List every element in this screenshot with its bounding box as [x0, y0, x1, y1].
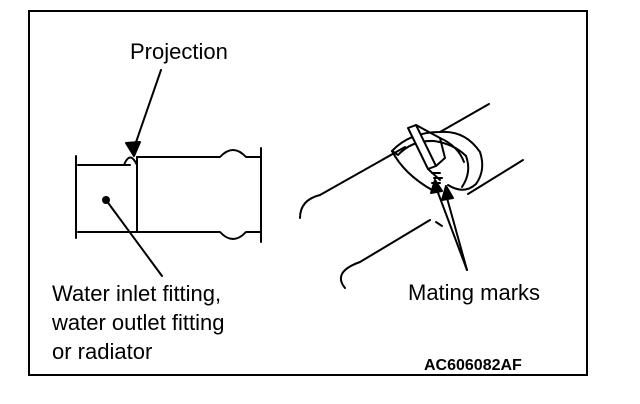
mating-marks-leaders [430, 179, 468, 271]
projection-leader [125, 69, 162, 157]
projection-label: Projection [130, 39, 228, 64]
hose-with-clamp [299, 103, 524, 289]
figure-code: AC606082AF [424, 357, 522, 374]
mating-marks [431, 172, 443, 227]
figure-frame [28, 10, 588, 376]
fitting-label-line-3: or radiator [52, 339, 153, 364]
fitting-label-line-2: water outlet fitting [52, 310, 225, 335]
hose-end [136, 147, 262, 243]
projection-bump [123, 156, 138, 166]
fitting-label-line-1: Water inlet fitting, [52, 281, 222, 306]
mating-marks-label: Mating marks [408, 280, 541, 305]
fitting-leader [102, 196, 163, 277]
hose-clamp [391, 124, 484, 191]
